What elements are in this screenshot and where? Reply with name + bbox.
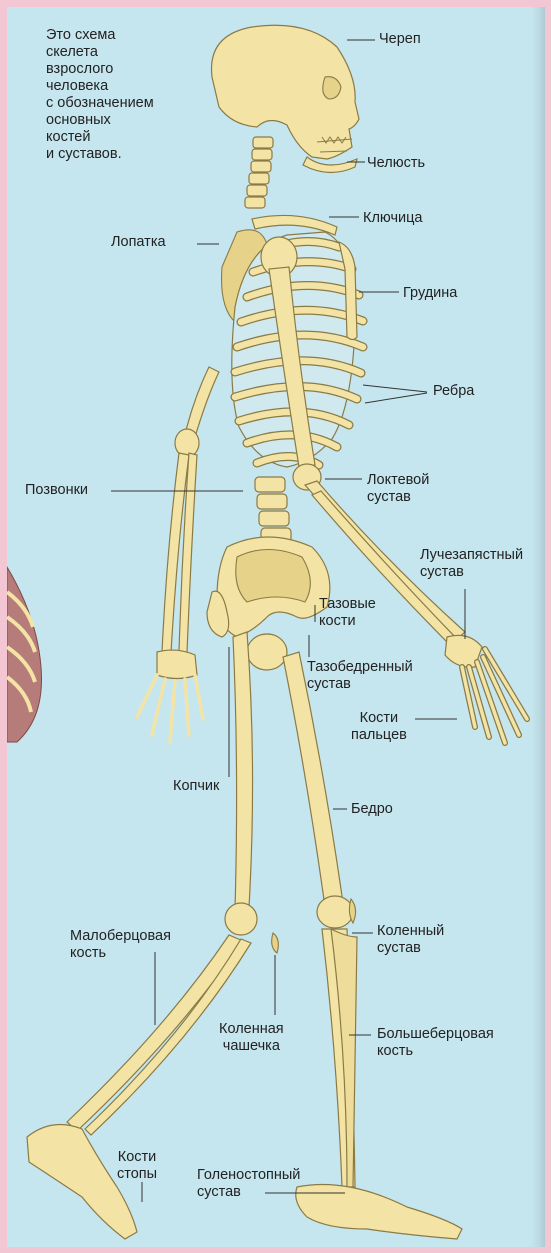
label-fibula: Малоберцовая кость (70, 928, 171, 962)
back-arm (137, 367, 219, 742)
label-scapula: Лопатка (111, 234, 166, 251)
label-patella: Коленная чашечка (219, 1021, 284, 1055)
label-knee-joint: Коленный сустав (377, 923, 444, 957)
skeleton-illustration: .bone { fill: #f3e4a6; stroke: #8a7a45; … (7, 7, 545, 1247)
label-coccyx: Копчик (173, 778, 219, 795)
label-tibia: Большеберцовая кость (377, 1026, 494, 1060)
skull-group (212, 25, 360, 172)
pelvis-group (207, 537, 330, 637)
label-clavicle: Ключица (363, 210, 423, 227)
label-ankle: Голеностопный сустав (197, 1167, 300, 1201)
label-wrist: Лучезапястный сустав (420, 547, 523, 581)
label-elbow: Локтевой сустав (367, 472, 429, 506)
label-skull: Череп (379, 31, 421, 48)
label-vertebrae: Позвонки (25, 482, 88, 499)
page-fold-shadow (531, 7, 545, 1247)
intro-text: Это схема скелета взрослого человека с о… (46, 27, 216, 163)
cervical-spine (245, 137, 273, 208)
label-ribs: Ребра (433, 383, 474, 400)
label-sternum: Грудина (403, 285, 457, 302)
label-femur: Бедро (351, 801, 393, 818)
label-finger-bones: Кости пальцев (351, 710, 407, 744)
label-foot-bones: Кости стопы (117, 1149, 157, 1183)
label-jaw: Челюсть (367, 155, 425, 172)
label-hip: Тазобедренный сустав (307, 659, 413, 693)
lumbar-spine (255, 477, 291, 543)
label-pelvis: Тазовые кости (319, 596, 376, 630)
diagram-page: .bone { fill: #f3e4a6; stroke: #8a7a45; … (7, 7, 545, 1247)
adjacent-figure-fragment (7, 567, 42, 742)
